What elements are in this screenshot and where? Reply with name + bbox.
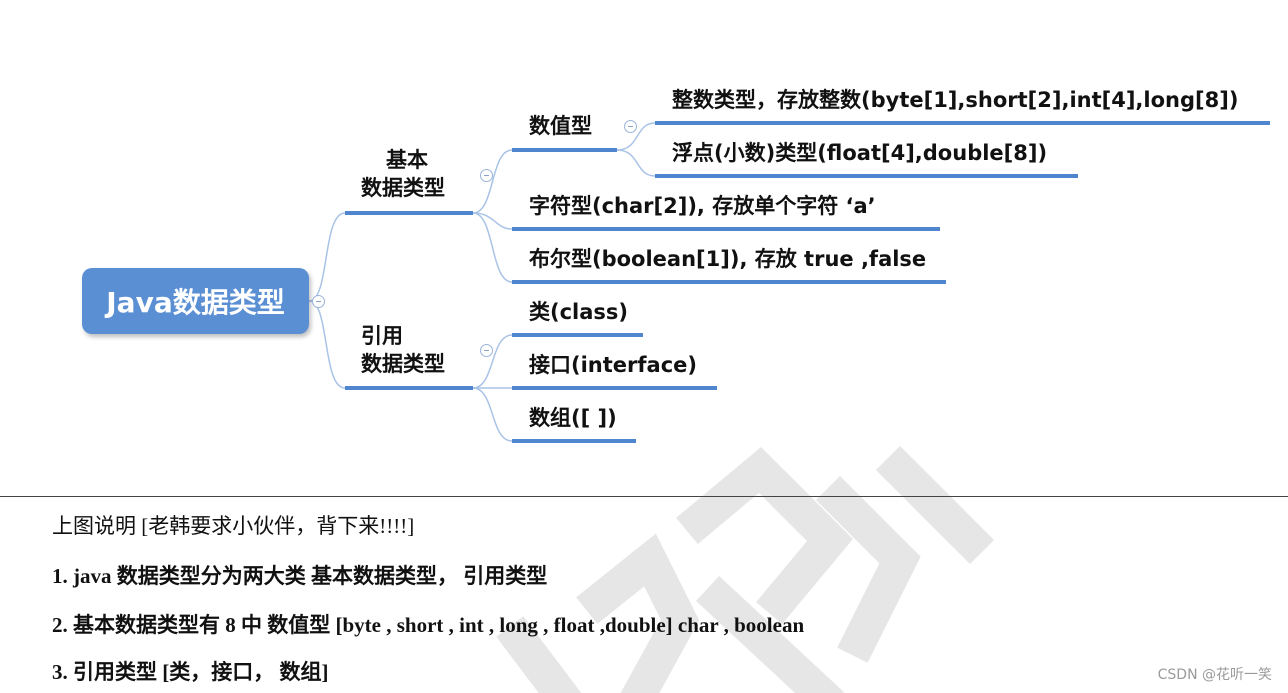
mindmap-connectors <box>308 121 1270 443</box>
branch-reference-line1: 引用 <box>361 324 403 348</box>
section-divider <box>0 496 1288 497</box>
node-integer[interactable]: 整数类型，存放整数(byte[1],short[2],int[4],long[8… <box>672 88 1239 112</box>
collapse-reference-icon[interactable] <box>480 344 493 357</box>
node-boolean[interactable]: 布尔型(boolean[1]), 存放 true ,false <box>529 247 927 271</box>
root-node[interactable]: Java数据类型 <box>82 268 309 334</box>
branch-primitive-line2: 数据类型 <box>361 176 445 200</box>
collapse-numeric-icon[interactable] <box>624 120 637 133</box>
branch-primitive-line1: 基本 <box>386 148 428 172</box>
notes-line-2: 2. 基本数据类型有 8 中 数值型 [byte , short , int ,… <box>52 613 805 637</box>
node-array[interactable]: 数组([ ]) <box>529 406 617 430</box>
collapse-root-icon[interactable] <box>312 295 325 308</box>
branch-primitive[interactable]: 基本 数据类型 <box>361 146 445 202</box>
branch-reference-line2: 数据类型 <box>361 352 445 376</box>
node-interface[interactable]: 接口(interface) <box>529 353 697 377</box>
node-char[interactable]: 字符型(char[2]), 存放单个字符 ‘a’ <box>529 194 876 218</box>
credit-watermark: CSDN @花听一笑 <box>1157 667 1272 683</box>
root-label: Java数据类型 <box>106 286 285 319</box>
collapse-primitive-icon[interactable] <box>480 169 493 182</box>
node-class[interactable]: 类(class) <box>529 300 629 324</box>
branch-reference[interactable]: 引用 数据类型 <box>361 322 445 378</box>
node-numeric[interactable]: 数值型 <box>529 114 592 138</box>
node-float[interactable]: 浮点(小数)类型(float[4],double[8]) <box>672 141 1048 165</box>
notes-line-3: 3. 引用类型 [类，接口， 数组] <box>52 660 329 684</box>
notes-line-1: 1. java 数据类型分为两大类 基本数据类型， 引用类型 <box>52 564 548 588</box>
notes-heading: 上图说明 [老韩要求小伙伴，背下来!!!!] <box>52 514 415 538</box>
